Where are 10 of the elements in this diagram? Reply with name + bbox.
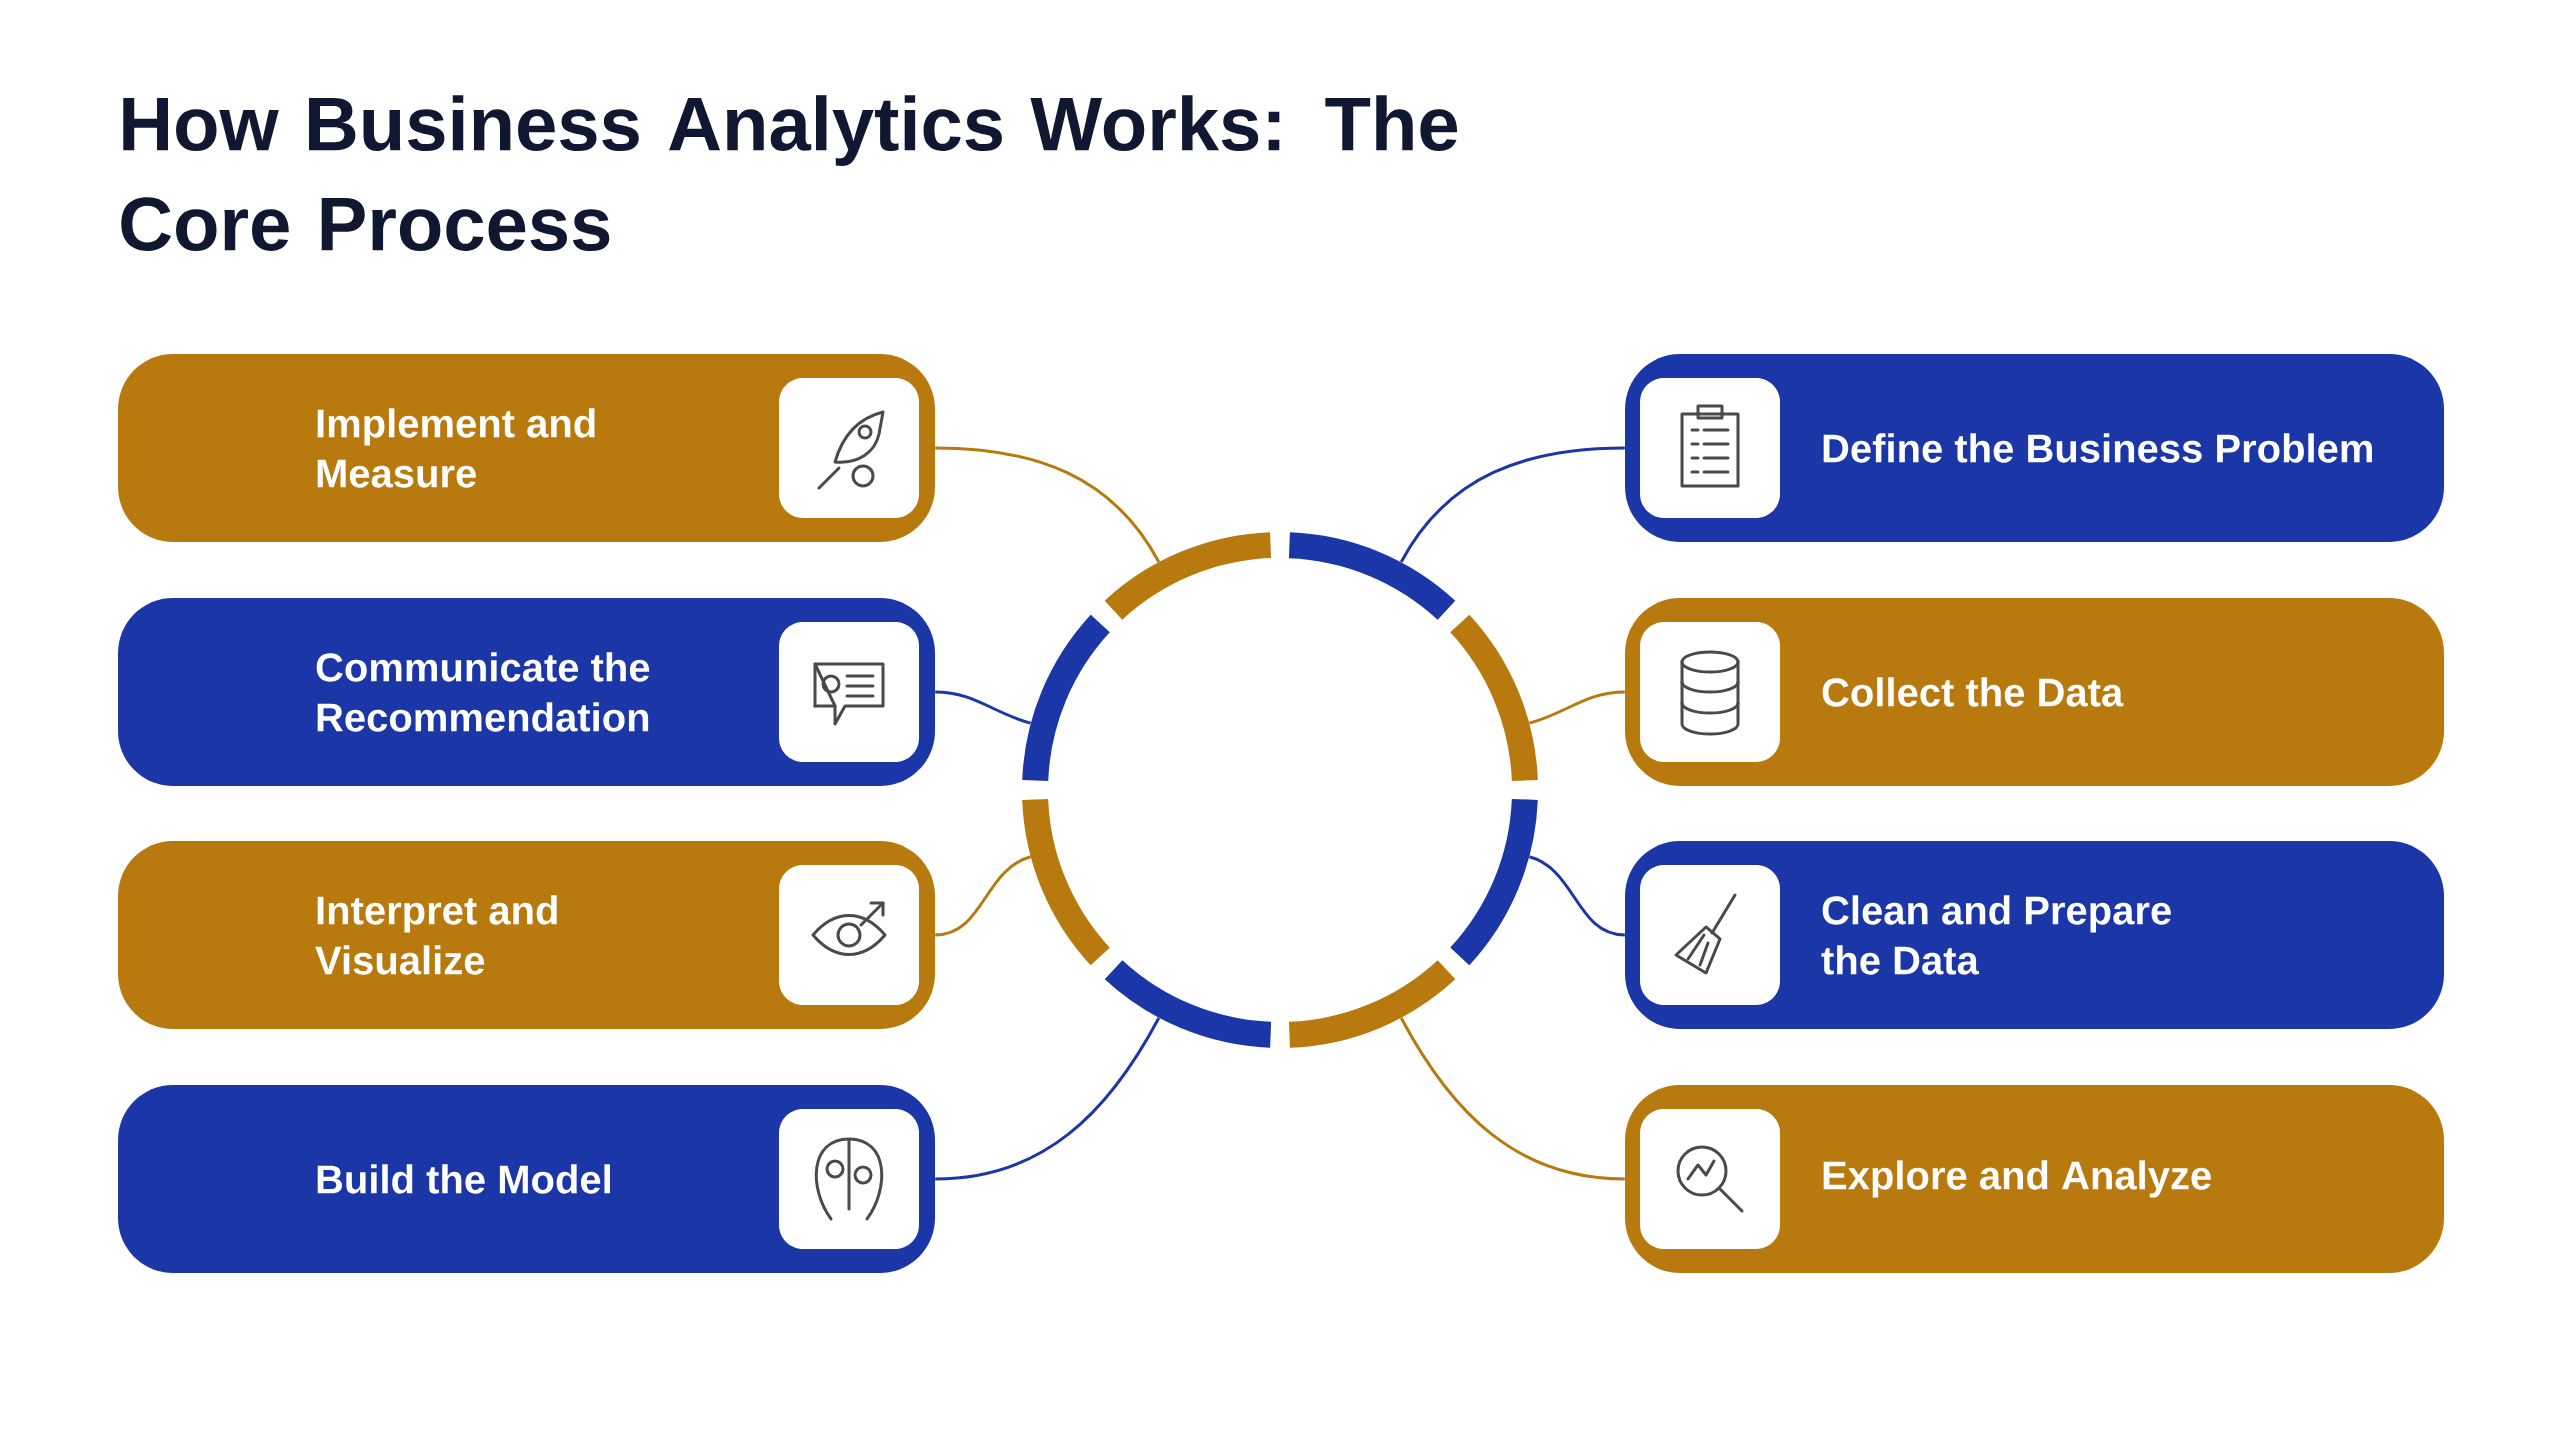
connector-line <box>1399 1017 1625 1181</box>
connector-line <box>935 690 1032 725</box>
connector-line <box>1528 855 1625 937</box>
title: How Business Analytics Works: The Core Process <box>121 95 1458 251</box>
ring <box>1022 532 1538 1048</box>
connector-line <box>1528 690 1625 725</box>
connector-line <box>1399 446 1625 563</box>
connector-line <box>935 855 1032 937</box>
connector-line <box>935 1017 1161 1181</box>
connector-line <box>935 446 1161 563</box>
